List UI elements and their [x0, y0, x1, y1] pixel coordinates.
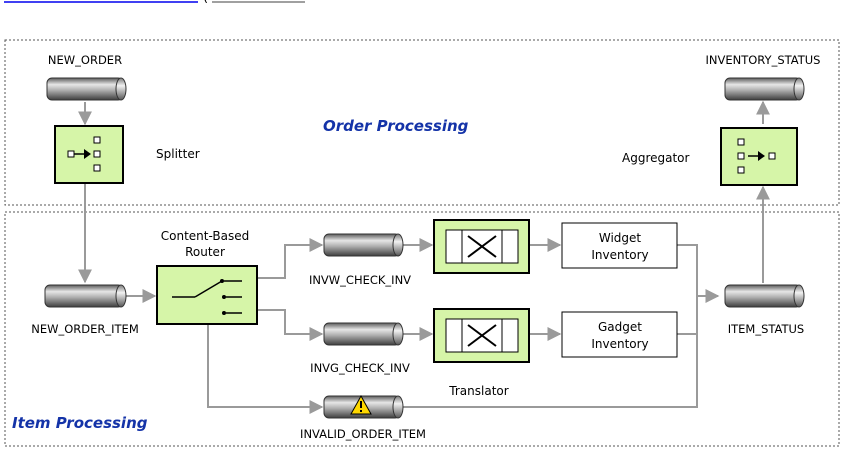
channel-inventory-status-label: INVENTORY_STATUS [706, 53, 821, 67]
translator-gadget-component[interactable] [433, 308, 530, 363]
header-paren: ( [203, 0, 208, 5]
aggregator-icon [737, 138, 776, 174]
channel-new-order-item[interactable] [44, 284, 127, 308]
wire-invalid-item-status [402, 334, 698, 408]
order-processing-section [4, 39, 840, 206]
wire-router-invalid [207, 320, 324, 414]
router-label-line2: Router [185, 245, 225, 259]
channel-item-status[interactable] [724, 284, 805, 308]
channel-inventory-status[interactable] [724, 77, 805, 101]
aggregator-label: Aggregator [622, 151, 690, 165]
wire-widget-item-status [677, 244, 720, 303]
widget-inventory-box[interactable] [561, 222, 678, 269]
order-processing-title: Order Processing [323, 117, 469, 135]
splitter-icon [67, 136, 101, 172]
gadget-inventory-label-line2: Inventory [591, 337, 648, 351]
aggregator-component[interactable] [720, 127, 798, 186]
translator-label: Translator [448, 384, 508, 398]
gadget-inventory-box[interactable] [561, 311, 678, 358]
gadget-inventory-label-line1: Gadget [598, 320, 642, 334]
channel-invg-check-inv[interactable] [323, 322, 404, 346]
warning-icon [350, 394, 372, 415]
wire-gadget-item-status [677, 296, 698, 335]
channel-invw-check-inv-label: INVW_CHECK_INV [309, 273, 411, 287]
splitter-component[interactable] [54, 125, 124, 184]
channel-new-order[interactable] [46, 77, 127, 101]
router-label-line1: Content-Based [161, 229, 249, 243]
channel-new-order-item-label: NEW_ORDER_ITEM [31, 322, 139, 336]
channel-invw-check-inv[interactable] [323, 233, 404, 257]
translator-icon [445, 318, 519, 353]
switch-icon [172, 279, 242, 315]
translator-widget-component[interactable] [433, 219, 530, 274]
wire-router-invw [257, 238, 324, 279]
channel-item-status-label: ITEM_STATUS [728, 322, 805, 336]
channel-new-order-label: NEW_ORDER [48, 53, 122, 67]
widget-inventory-label-line2: Inventory [591, 248, 648, 262]
splitter-label: Splitter [156, 147, 200, 161]
item-processing-title: Item Processing [12, 414, 148, 432]
wire-router-invg [257, 309, 324, 341]
translator-icon [445, 229, 519, 264]
router-component[interactable] [156, 265, 258, 325]
widget-inventory-label-line1: Widget [599, 231, 642, 245]
item-processing-section [4, 211, 840, 447]
channel-invalid-order-item-label: INVALID_ORDER_ITEM [300, 427, 426, 441]
channel-invg-check-inv-label: INVG_CHECK_INV [310, 361, 410, 375]
